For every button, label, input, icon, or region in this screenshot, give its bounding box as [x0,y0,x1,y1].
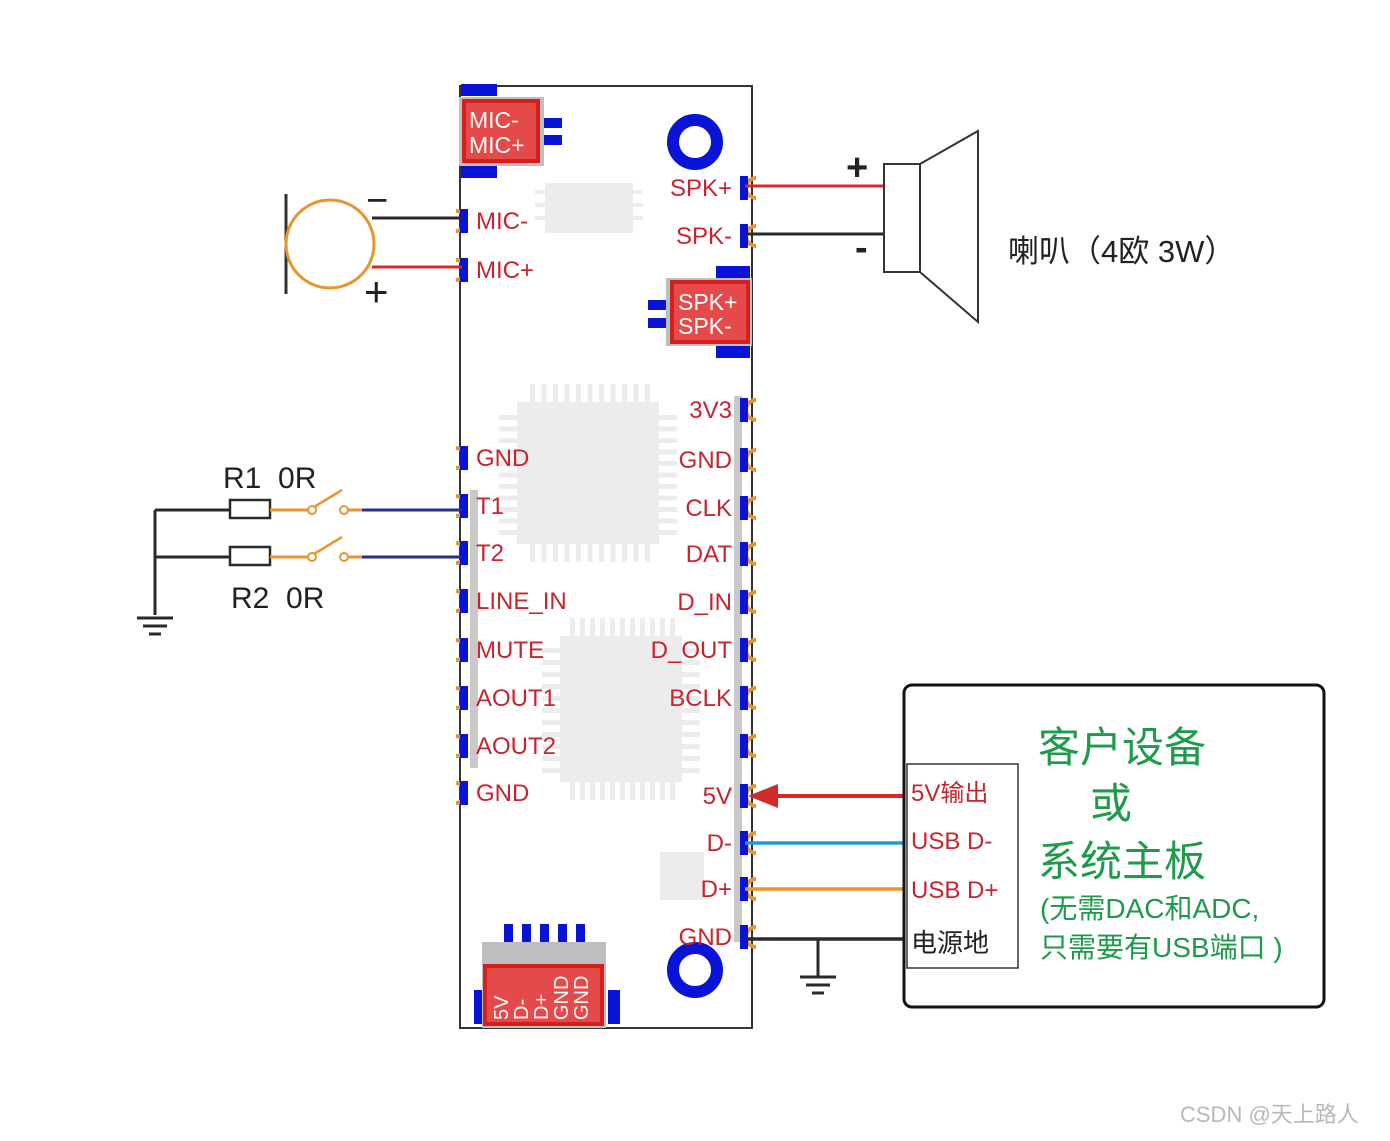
right-pin-contact [740,877,748,901]
right-pin-contact [740,925,748,949]
left-pin-contact [460,686,468,710]
usb-connector-label: 5V [491,995,513,1020]
left-pin-contact [460,781,468,805]
host-note-line2: 只需要有USB端口 ) [1040,932,1283,963]
right-pin-contact [740,224,748,248]
right-pin-contact [740,398,748,422]
left-pin-label: T1 [476,493,504,520]
watermark: CSDN @天上路人 [1180,1102,1359,1127]
right-pin-label: D_OUT [651,637,733,664]
right-pin-label: SPK- [676,223,732,250]
spk-connector-label-1: SPK+ [678,289,737,315]
mic-connector-label-2: MIC+ [469,132,525,158]
right-pin-label: DAT [686,541,733,568]
host-wiring [745,784,908,995]
right-pin-label: SPK+ [670,175,732,202]
resistor-r2-label: R2 0R [231,582,324,615]
microphone-symbol: − + [284,180,462,315]
left-pin-contact [460,209,468,233]
mounting-hole-bottom [667,942,723,998]
right-pin-contact [740,784,748,808]
right-pin-contact [740,448,748,472]
mounting-hole-top [667,114,723,170]
usb-connector-label: GND [551,976,573,1020]
left-pin-label: T2 [476,540,504,567]
host-title-line3: 系统主板 [1038,838,1206,885]
right-pin-contact [740,176,748,200]
right-pin-label: BCLK [669,685,732,712]
resistor-r1-label: R1 0R [223,462,316,495]
right-pin-label: 3V3 [689,397,732,424]
speaker-symbol: + - 喇叭（4欧 3W） [745,129,1235,325]
left-pin-label: GND [476,780,529,807]
left-pin-contact [460,446,468,470]
right-header-strip [734,396,742,942]
left-pin-label: GND [476,445,529,472]
host-port-gnd: 电源地 [911,928,989,958]
right-pin-label: GND [679,447,732,474]
left-pin-label: MIC+ [476,257,534,284]
right-pin-contact [740,686,748,710]
spk-connector-label-2: SPK- [678,313,732,339]
right-pin-contact [740,638,748,662]
host-title-line1: 客户设备 [1038,724,1206,771]
right-pin-label: 5V [703,783,732,810]
left-pin-label: AOUT2 [476,733,556,760]
left-pin-contact [460,734,468,758]
right-pin-contact [740,590,748,614]
speaker-plus-sign: + [846,147,868,189]
right-pin-contact [740,831,748,855]
mic-connector: MIC- MIC+ [459,84,562,178]
left-pin-label: LINE_IN [476,588,567,615]
left-pin-contact [460,541,468,565]
left-pin-contact [460,638,468,662]
host-device-box: 5V输出 USB D- USB D+ 电源地 客户设备 或 系统主板 (无需DA… [902,683,1326,1009]
speaker-label: 喇叭（4欧 3W） [1008,234,1235,269]
mic-plus-sign: + [364,268,389,315]
left-pin-label: MIC- [476,208,528,235]
left-header-strip [470,490,478,768]
chip-small [535,183,643,233]
touch-circuit: R1 0R R2 0R [137,462,462,636]
resistor-r1 [228,498,272,520]
usb-chip [660,852,704,900]
right-pin-contact [740,542,748,566]
speaker-minus-sign: - [855,227,868,269]
arrow-head [748,784,778,808]
left-pin-contact [460,258,468,282]
left-pin-contact [460,589,468,613]
right-pin-contact [740,734,748,758]
right-pin-label: CLK [685,495,732,522]
right-pin-label: GND [679,924,732,951]
left-pin-contact [460,494,468,518]
host-port-5v: 5V输出 [911,780,988,807]
right-pin-contact [740,496,748,520]
right-pin-label: D+ [701,876,732,903]
chip-main-mcu [499,384,677,562]
host-title-line2: 或 [1090,780,1132,827]
right-pin-label: D- [707,830,732,857]
host-port-usb-dplus: USB D+ [911,877,998,904]
host-port-usb-dminus: USB D- [911,828,992,855]
mic-minus-sign: − [366,180,388,222]
left-pin-label: MUTE [476,637,544,664]
usb-connector-label: D- [511,999,533,1020]
mic-connector-label-1: MIC- [469,107,519,133]
host-note-line1: (无需DAC和ADC, [1040,893,1259,924]
resistor-r2 [228,545,272,567]
spk-connector: SPK+ SPK- [648,266,752,358]
usb-connector-label: D+ [531,994,553,1020]
right-pin-label: D_IN [677,589,732,616]
host-port-panel [906,763,1019,969]
chip-codec [542,618,700,800]
left-pin-label: AOUT1 [476,685,556,712]
usb-connector-label: GND [571,976,593,1020]
